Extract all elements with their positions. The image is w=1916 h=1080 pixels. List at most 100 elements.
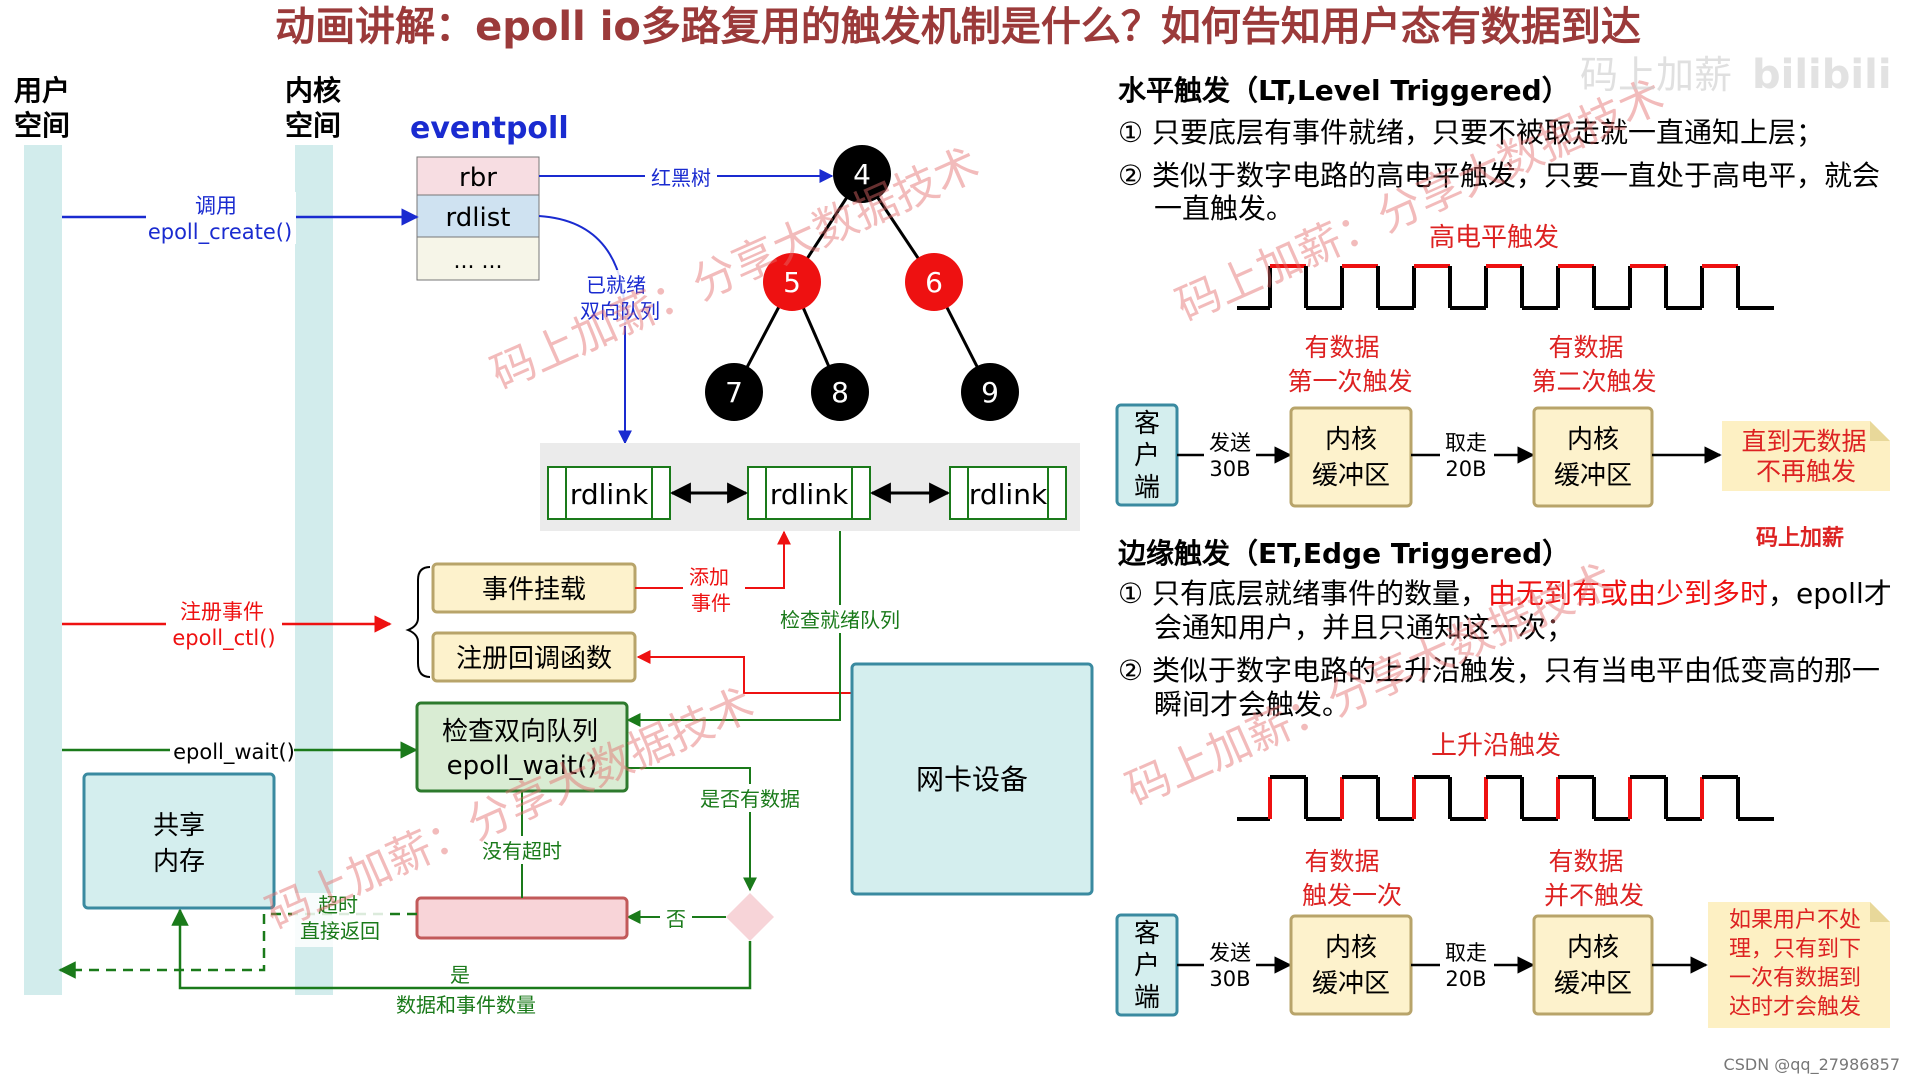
tree-node-4-label: 4 [853, 158, 871, 191]
et-has-data-1: 有数据 [1304, 847, 1379, 876]
et-buffer-2 [1532, 914, 1654, 1016]
et-heading: 边缘触发（ET,Edge Triggered） [1118, 537, 1570, 570]
et-note-line-3: 一次有数据到 [1729, 966, 1861, 991]
epoll-ctl-label-bg [166, 598, 282, 650]
check-ready-label-bg [770, 605, 910, 633]
et-point-1-prefix: ① 只有底层就绪事件的数量， [1118, 577, 1488, 610]
lt-20b-label: 20B [1445, 457, 1486, 481]
tree-node-6 [905, 253, 963, 311]
high-level-label: 高电平触发 [1429, 223, 1559, 253]
lt-take-label: 取走 [1445, 431, 1487, 455]
user-space-label-2: 空间 [14, 109, 70, 142]
nic-device-label: 网卡设备 [916, 763, 1028, 796]
wait-box [415, 896, 629, 940]
lt-point-1: ① 只要底层有事件就绪，只要不被取走就一直通知上层； [1118, 116, 1824, 149]
et-note-fold [1870, 902, 1890, 922]
lt-buffer-1 [1289, 406, 1413, 508]
epoll-ctl-label: epoll_ctl() [172, 626, 275, 651]
high-level-waveform [1237, 264, 1774, 310]
lt-buffer-1-line-2: 缓冲区 [1312, 461, 1390, 491]
check-ready-arrow [626, 694, 841, 727]
csdn-credit: CSDN @qq_27986857 [1724, 1055, 1900, 1075]
tree-node-8-label: 8 [831, 376, 849, 409]
et-send-label: 发送 [1209, 941, 1251, 965]
tree-node-7 [705, 363, 763, 421]
lt-buffer-1-line-1: 内核 [1325, 425, 1377, 455]
et-point-1-line-2: 会通知用户，并且只通知这一次； [1154, 611, 1574, 644]
lt-buffer-2-line-2: 缓冲区 [1554, 461, 1632, 491]
et-client-1: 客 [1134, 919, 1160, 949]
ready-queue-label-bg [572, 270, 672, 326]
register-callback-label: 注册回调函数 [456, 644, 612, 674]
data-count-label: 数据和事件数量 [396, 993, 536, 1017]
shared-memory-box [82, 772, 276, 910]
tree-node-7-label: 7 [725, 376, 743, 409]
rdlist-cell [416, 194, 540, 238]
et-point-2-line-2: 瞬间才会触发。 [1154, 688, 1350, 721]
shared-memory-label-1: 共享 [153, 811, 205, 841]
et-30b-label: 30B [1209, 967, 1250, 991]
tree-node-5 [763, 253, 821, 311]
has-data-label: 是否有数据 [700, 787, 800, 811]
lt-note-line-1: 直到无数据 [1741, 427, 1866, 456]
yes-label: 是 [450, 963, 470, 987]
kernel-space-label-2: 空间 [285, 109, 341, 142]
nic-callback-arrow [636, 650, 852, 694]
lt-has-data-2: 有数据 [1548, 333, 1623, 362]
check-ready-queue-label: 检查就绪队列 [780, 608, 900, 632]
lt-send-label-bg [1204, 428, 1256, 482]
lt-point-2-line-1: ② 类似于数字电路的高电平触发，只要一直处于高电平，就会 [1118, 159, 1880, 192]
rb-tree-label-bg [645, 164, 717, 188]
et-send-label-bg [1204, 938, 1256, 992]
call-label: 调用 [195, 194, 237, 218]
timeout-label: 超时 [318, 893, 358, 917]
et-no-trigger: 并不触发 [1544, 881, 1644, 910]
et-note-line-1: 如果用户不处 [1729, 908, 1861, 933]
check-queue-label: 检查双向队列 [442, 717, 598, 747]
lt-client-2: 户 [1134, 441, 1160, 471]
lt-buffer-2 [1532, 406, 1654, 508]
event-mount-label: 事件挂载 [482, 575, 586, 605]
add-label: 添加 [689, 565, 729, 589]
rbr-label: rbr [459, 163, 497, 193]
ellipsis-label: ... ... [454, 249, 503, 274]
tree-node-8 [811, 363, 869, 421]
register-callback-box [431, 631, 637, 683]
tree-node-9-label: 9 [981, 376, 999, 409]
rdlink-node-1 [547, 466, 671, 520]
et-buffer-2-line-1: 内核 [1567, 933, 1619, 963]
lt-note [1722, 421, 1890, 491]
rdlink-label-1: rdlink [570, 478, 649, 511]
nic-device-box [850, 662, 1094, 896]
bilibili-logo: bilibili [1752, 52, 1892, 98]
lt-buffer-2-line-1: 内核 [1567, 425, 1619, 455]
no-label: 否 [666, 907, 686, 931]
et-client-2: 户 [1134, 951, 1160, 981]
et-client-3: 端 [1134, 983, 1160, 1013]
et-buffer-1-line-2: 缓冲区 [1312, 969, 1390, 999]
lt-heading: 水平触发（LT,Level Triggered） [1118, 74, 1570, 107]
lt-note-fold [1870, 421, 1890, 441]
et-has-data-2: 有数据 [1548, 847, 1623, 876]
event-label: 事件 [691, 591, 731, 615]
rdlink-label-3: rdlink [969, 478, 1048, 511]
epoll-create-label-bg [146, 192, 296, 244]
et-20b-label: 20B [1445, 967, 1486, 991]
et-point-1-line-1: ① 只有底层就绪事件的数量，由无到有或由少到多时，epoll才 [1118, 577, 1892, 610]
has-data-label-bg [690, 784, 810, 812]
et-point-1-highlight: 由无到有或由少到多时 [1488, 577, 1768, 610]
epoll-create-label: epoll_create() [148, 220, 292, 245]
tree-node-4 [833, 145, 891, 203]
lt-30b-label: 30B [1209, 457, 1250, 481]
no-timeout-label-bg [470, 836, 574, 864]
tree-node-9 [961, 363, 1019, 421]
et-buffer-2-line-2: 缓冲区 [1554, 969, 1632, 999]
rising-edge-waveform [1237, 775, 1774, 821]
et-point-1-suffix: ，epoll才 [1768, 577, 1892, 610]
no-label-bg [660, 905, 692, 931]
lt-note-line-2: 不再触发 [1756, 457, 1856, 486]
rb-tree-label: 红黑树 [651, 166, 711, 190]
lt-client-1: 客 [1134, 409, 1160, 439]
no-timeout-label: 没有超时 [482, 839, 562, 863]
